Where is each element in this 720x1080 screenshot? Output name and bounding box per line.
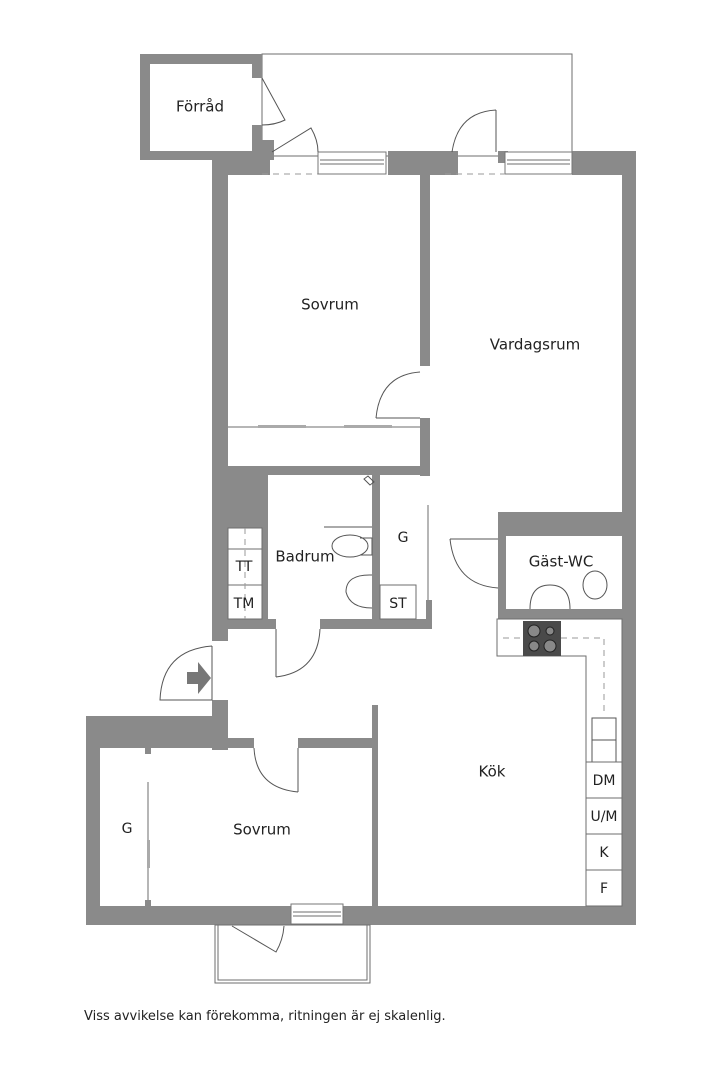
label-f: F bbox=[600, 881, 608, 897]
outer-walls bbox=[86, 140, 636, 925]
door-balcony-bedroom[interactable] bbox=[271, 127, 319, 153]
entrance-arrow-icon bbox=[187, 662, 211, 694]
window-living-top bbox=[504, 151, 573, 175]
label-forrad: Förråd bbox=[176, 98, 224, 116]
window-bedroom-top bbox=[317, 151, 387, 175]
laundry-closet bbox=[227, 527, 263, 620]
door-balcony-bottom[interactable] bbox=[231, 925, 285, 953]
label-st: ST bbox=[389, 596, 407, 612]
door-storage[interactable] bbox=[261, 77, 286, 126]
balcony-top bbox=[261, 53, 573, 157]
label-g-bedroom: G bbox=[122, 821, 133, 837]
label-sovrum-top: Sovrum bbox=[301, 296, 359, 314]
label-um: U/M bbox=[590, 809, 617, 825]
entrance-door[interactable] bbox=[159, 645, 213, 701]
storage-walls bbox=[140, 54, 262, 160]
door-balcony-living[interactable] bbox=[451, 109, 497, 153]
label-sovrum-bottom: Sovrum bbox=[233, 821, 291, 839]
label-dm: DM bbox=[593, 773, 616, 789]
door-bedroom-bottom[interactable] bbox=[253, 747, 299, 793]
kitchen-counter bbox=[496, 618, 623, 907]
wall-bedroom-living bbox=[420, 151, 430, 366]
label-gast-wc: Gäst-WC bbox=[529, 553, 594, 571]
label-kok: Kök bbox=[479, 763, 506, 781]
label-tm: TM bbox=[233, 596, 255, 612]
disclaimer-text: Viss avvikelse kan förekomma, ritningen … bbox=[84, 1009, 446, 1024]
door-guest-wc[interactable] bbox=[449, 538, 499, 589]
label-vardagsrum: Vardagsrum bbox=[490, 336, 581, 354]
label-k: K bbox=[599, 845, 609, 861]
label-tt: TT bbox=[235, 559, 253, 575]
label-g-hall: G bbox=[398, 530, 409, 546]
door-bedroom-top[interactable] bbox=[375, 371, 421, 419]
label-badrum: Badrum bbox=[275, 548, 334, 566]
door-bathroom[interactable] bbox=[275, 628, 321, 678]
